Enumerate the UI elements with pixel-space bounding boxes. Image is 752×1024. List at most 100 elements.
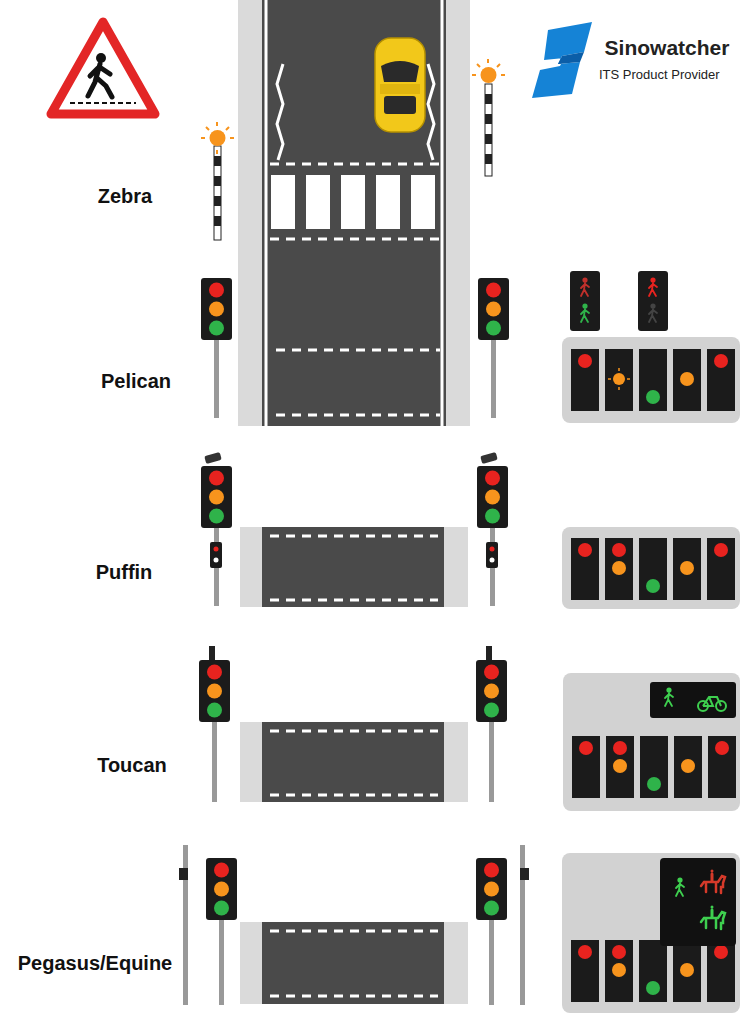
traffic-light [206,858,237,920]
signal-part [209,471,224,486]
sequence-cell [605,538,633,600]
signal-part [484,863,499,878]
sequence-cell [707,349,735,411]
signal-part [712,870,713,910]
road [238,0,470,426]
pedestrian-icon [581,309,589,322]
pedestrian-icon [582,277,587,282]
sequence-cell [605,940,633,1002]
signal-part [214,547,219,552]
warning-sign [51,22,155,114]
signal-part [214,882,229,897]
sequence-cell [707,940,735,1002]
sequence-cell [640,736,668,798]
traffic-light [201,466,232,528]
signal-part [715,741,729,755]
pole [489,720,494,802]
signal-part [209,321,224,336]
traffic-light [201,278,232,340]
pedestrian-signal [638,271,668,331]
signal-part [214,558,219,563]
pedestrian-icon [650,303,655,308]
horse-icon [711,907,714,917]
signal-part [681,759,695,773]
crossing-name: Toucan [97,754,167,777]
push-button [209,646,215,660]
crossing-name: Puffin [96,561,153,584]
signal-part [484,703,499,718]
signal-part [209,302,224,317]
sequence-cell [673,349,701,411]
pedestrian-icon [581,283,589,296]
sequence-cell [673,940,701,1002]
logo-mark [532,22,592,98]
signal-part [484,665,499,680]
signal-part [646,390,660,404]
signal-part [214,863,229,878]
pedestrian-icon [677,877,682,882]
pole [212,720,217,802]
push-button [520,868,529,880]
signal-part [578,945,592,959]
crossing-name: Pelican [101,370,171,393]
sequence-cell [639,538,667,600]
signal-part [484,901,499,916]
signal-part [714,945,728,959]
logo-tagline: ITS Product Provider [599,67,720,82]
sequence-cell [571,940,599,1002]
pedestrian-icon [665,693,673,706]
signal-part [714,543,728,557]
sequence-cell [572,736,600,798]
signal-part [209,490,224,505]
pole [219,918,224,1005]
sequence-panel [563,673,740,811]
signal-part [578,543,592,557]
signal-part [647,777,661,791]
signal-part [484,882,499,897]
pedestrian-icon [676,883,684,896]
signal-part [612,543,626,557]
signal-part [613,373,625,385]
signal-part [680,963,694,977]
sequence-cell [708,736,736,798]
signal-part [207,665,222,680]
sequence-cell [606,736,634,798]
signal-part [486,321,501,336]
signal-part [207,684,222,699]
signal-part [612,963,626,977]
pole [489,918,494,1005]
push-button [179,868,188,880]
traffic-light [476,660,507,722]
signal-part [485,509,500,524]
crossing-name: Pegasus/Equine [18,952,173,975]
sequence-cell [639,940,667,1002]
signal-part [714,354,728,368]
signal-part [612,561,626,575]
pedestrian-icon [666,687,671,692]
pedestrian-icon [649,283,657,296]
detector [480,452,498,464]
signal-part [484,684,499,699]
horse-icon [711,871,714,881]
signal-part [209,283,224,298]
signal-part [486,283,501,298]
road-section [183,527,525,1005]
signal-part [646,579,660,593]
sequence-panel [562,853,740,1013]
signal-part [490,547,495,552]
pedestrian-signal [570,271,600,331]
signal-part [680,372,694,386]
sequence-cell [707,538,735,600]
sequence-panel [562,337,740,423]
signal-part [608,368,630,390]
pole [491,338,496,418]
belisha-beacon [201,59,505,240]
sequence-panel [562,527,740,609]
pedestrian-icon [582,303,587,308]
detector [204,452,222,464]
signal-part [214,901,229,916]
push-button [486,646,492,660]
traffic-light [199,660,230,722]
cycle-icon [703,697,721,706]
